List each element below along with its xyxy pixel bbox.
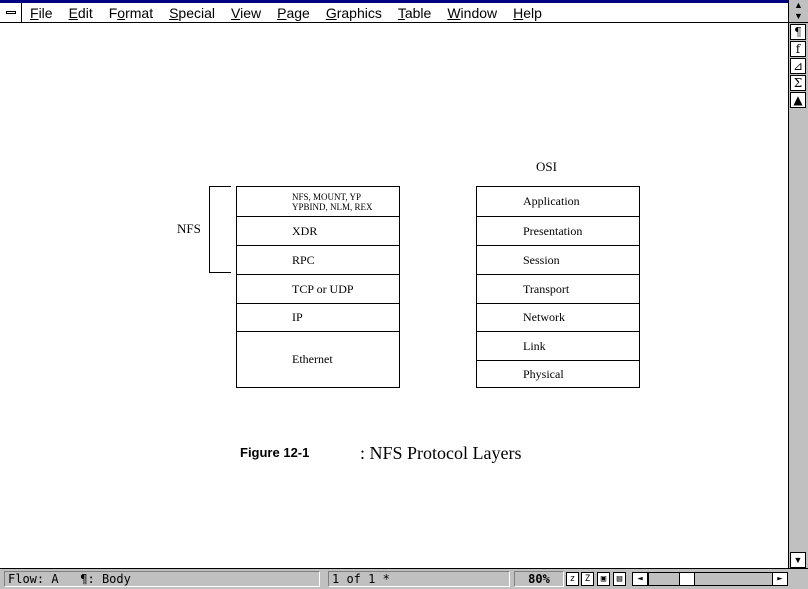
osi-protocol-stack: Application Presentation Session Transpo…: [476, 186, 640, 388]
show-symbols-button[interactable]: ¶: [790, 24, 806, 40]
menu-label: elp: [523, 4, 542, 21]
nfs-layer-ip: IP: [237, 303, 399, 331]
menu-page[interactable]: Page: [269, 5, 318, 21]
layer-label: Session: [523, 252, 560, 267]
layer-label: RPC: [292, 252, 315, 267]
layer-label: Ethernet: [292, 352, 333, 366]
nfs-label: NFS: [177, 221, 201, 236]
layer-label: IP: [292, 310, 303, 324]
flow-status: Flow: A ¶: Body: [4, 571, 320, 587]
layer-label: Transport: [523, 281, 570, 296]
up-down-arrow-icon: ▲▼: [794, 0, 803, 21]
nfs-layer-rpc: RPC: [237, 245, 399, 274]
system-menu-icon: [5, 11, 16, 14]
scroll-left-button[interactable]: ◄: [632, 572, 648, 586]
nfs-layer-xdr: XDR: [237, 216, 399, 245]
osi-layer-presentation: Presentation: [477, 216, 639, 245]
tool-column: ¶ f ⊿ Σ ▲ ▼: [788, 23, 808, 568]
menu-file[interactable]: File: [22, 5, 61, 21]
menu-help[interactable]: Help: [505, 5, 550, 21]
osi-layer-link: Link: [477, 331, 639, 360]
arrow-right-icon: ►: [777, 574, 783, 584]
menu-mnemonic: o: [117, 4, 126, 21]
menu-mnemonic: W: [447, 4, 461, 21]
osi-layer-network: Network: [477, 303, 639, 331]
flow-text: Flow: A: [8, 572, 59, 586]
menu-label: raphics: [336, 4, 382, 21]
osi-layer-session: Session: [477, 245, 639, 274]
menu-label: pecial: [178, 4, 216, 21]
title-bar: [0, 0, 808, 3]
layer-label: Network: [523, 310, 565, 324]
menu-label: age: [286, 4, 310, 21]
menu-bar: File Edit Format Special View Page Graph…: [0, 2, 788, 23]
layer-label: NFS, MOUNT, YP: [292, 191, 362, 202]
zoom-in-button[interactable]: Z: [581, 572, 594, 586]
figure-number: Figure 12-1: [240, 445, 310, 460]
layer-label: XDR: [292, 223, 318, 238]
menu-mnemonic: P: [277, 4, 287, 21]
window-restore-button[interactable]: ▲▼: [788, 0, 808, 23]
zoom-out-button[interactable]: z: [566, 572, 579, 586]
footnote-button[interactable]: f: [790, 41, 806, 57]
arrow-left-icon: ◄: [637, 574, 643, 584]
menu-label: F: [108, 4, 118, 21]
menu-mnemonic: S: [169, 4, 179, 21]
graphics-tool-button[interactable]: ⊿: [790, 58, 806, 74]
menu-label: able: [404, 4, 432, 21]
system-menu-button[interactable]: [0, 2, 22, 23]
zoom-page-button[interactable]: ▣: [597, 572, 610, 586]
menu-label: rmat: [125, 4, 154, 21]
zoom-level[interactable]: 80%: [514, 571, 564, 587]
arrow-down-icon: ▼: [793, 555, 803, 565]
equation-button[interactable]: Σ: [790, 75, 806, 91]
scroll-down-button[interactable]: ▼: [790, 552, 806, 568]
nfs-bracket: [209, 186, 231, 273]
zoom-fit-button[interactable]: ▤: [613, 572, 626, 586]
menu-mnemonic: F: [30, 4, 39, 21]
menu-window[interactable]: Window: [439, 5, 505, 21]
figure-caption: : NFS Protocol Layers: [360, 443, 522, 463]
layer-label: Application: [523, 194, 580, 208]
menu-mnemonic: T: [397, 4, 405, 21]
menu-mnemonic: H: [513, 4, 524, 21]
vertical-scrollbar-track[interactable]: [790, 128, 806, 552]
layer-label: TCP or UDP: [292, 281, 354, 296]
paragraph-style-text[interactable]: ¶: Body: [80, 572, 131, 586]
scroll-up-button[interactable]: ▲: [790, 92, 806, 108]
menu-label: ile: [38, 4, 53, 21]
menu-mnemonic: G: [325, 4, 337, 21]
menu-mnemonic: V: [231, 4, 241, 21]
menu-label: indow: [460, 4, 498, 21]
horizontal-scrollbar-track[interactable]: [648, 572, 788, 586]
horizontal-scroll-thumb[interactable]: [679, 573, 695, 585]
osi-layer-physical: Physical: [477, 360, 639, 387]
osi-layer-transport: Transport: [477, 274, 639, 303]
page-status[interactable]: 1 of 1 *: [328, 571, 510, 587]
osi-layer-application: Application: [477, 187, 639, 216]
menu-label: dit: [77, 4, 93, 21]
nfs-layer-ethernet: Ethernet: [237, 331, 399, 387]
layer-label: Presentation: [523, 223, 583, 238]
nfs-layer-transport: TCP or UDP: [237, 274, 399, 303]
layer-label: Link: [523, 338, 546, 353]
menu-table[interactable]: Table: [390, 5, 439, 21]
layer-label: YPBIND, NLM, REX: [292, 201, 373, 212]
menu-format[interactable]: Format: [101, 5, 161, 21]
osi-label: OSI: [536, 159, 557, 174]
menu-mnemonic: E: [68, 4, 78, 21]
menu-view[interactable]: View: [223, 5, 269, 21]
status-bar: Flow: A ¶: Body 1 of 1 * 80% z Z ▣ ▤ ◄ ►: [0, 568, 808, 589]
menu-special[interactable]: Special: [161, 5, 223, 21]
menu-graphics[interactable]: Graphics: [318, 5, 390, 21]
layer-label: Physical: [523, 366, 564, 381]
menu-label: iew: [240, 4, 262, 21]
scroll-right-button[interactable]: ►: [772, 572, 788, 586]
menu-edit[interactable]: Edit: [61, 5, 101, 21]
